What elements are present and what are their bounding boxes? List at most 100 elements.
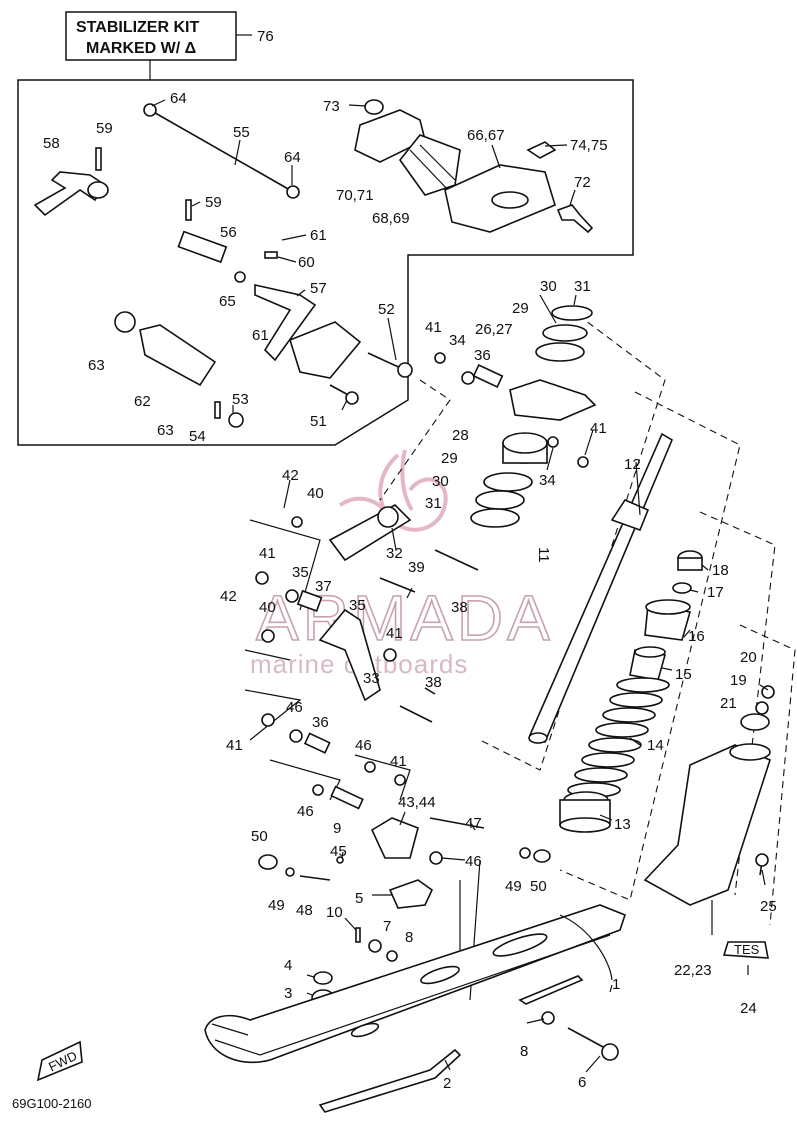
callout-41: 41 xyxy=(590,420,607,437)
callout-35: 35 xyxy=(349,597,366,614)
kit-line-2: MARKED W/ Δ xyxy=(86,40,196,57)
callout-74-75: 74,75 xyxy=(570,137,608,154)
callout-41: 41 xyxy=(386,625,403,642)
callout-46: 46 xyxy=(286,699,303,716)
leader-lines xyxy=(151,99,769,1073)
callout-30: 30 xyxy=(540,278,557,295)
callout-10: 10 xyxy=(326,904,343,921)
callout-64: 64 xyxy=(170,90,187,107)
callout-65: 65 xyxy=(219,293,236,310)
callout-46: 46 xyxy=(297,803,314,820)
callout-29: 29 xyxy=(441,450,458,467)
callout-42: 42 xyxy=(220,588,237,605)
callout-39: 39 xyxy=(408,559,425,576)
callout-53: 53 xyxy=(232,391,249,408)
watermark-brand: ARMADA xyxy=(256,582,554,654)
callout-40: 40 xyxy=(307,485,324,502)
callout-59: 59 xyxy=(96,120,113,137)
callout-64: 64 xyxy=(284,149,301,166)
callout-30: 30 xyxy=(432,473,449,490)
callout-8: 8 xyxy=(520,1043,528,1060)
callout-28: 28 xyxy=(452,427,469,444)
callout-34: 34 xyxy=(449,332,466,349)
callout-50: 50 xyxy=(251,828,268,845)
callout-61: 61 xyxy=(252,327,269,344)
kit-outline xyxy=(17,79,634,446)
callout-35: 35 xyxy=(292,564,309,581)
callout-9: 9 xyxy=(333,820,341,837)
callout-52: 52 xyxy=(378,301,395,318)
callout-57: 57 xyxy=(310,280,327,297)
callout-20: 20 xyxy=(740,649,757,666)
upper-kit-parts xyxy=(33,99,594,428)
callout-17: 17 xyxy=(707,584,724,601)
callout-19: 19 xyxy=(730,672,747,689)
callout-63: 63 xyxy=(157,422,174,439)
callout-50: 50 xyxy=(530,878,547,895)
callout-6: 6 xyxy=(578,1074,586,1091)
callout-2: 2 xyxy=(443,1075,451,1092)
callout-46: 46 xyxy=(465,853,482,870)
callout-34: 34 xyxy=(539,472,556,489)
callout-8: 8 xyxy=(405,929,413,946)
callout-31: 31 xyxy=(425,495,442,512)
decal-text: TES xyxy=(734,942,760,957)
callout-73: 73 xyxy=(323,98,340,115)
figure-code: 69G100-2160 xyxy=(12,1096,92,1111)
callout-43-44: 43,44 xyxy=(398,794,436,811)
callout-47: 47 xyxy=(465,815,482,832)
callout-26-27: 26,27 xyxy=(475,321,513,338)
callout-1: 1 xyxy=(612,976,620,993)
stabilizer-kit-box: STABILIZER KIT MARKED W/ Δ 76 xyxy=(65,11,274,80)
middle-parts xyxy=(255,305,597,1007)
callout-70-71: 70,71 xyxy=(336,187,374,204)
callout-25: 25 xyxy=(760,898,777,915)
callout-68-69: 68,69 xyxy=(372,210,410,227)
callout-51: 51 xyxy=(310,413,327,430)
callout-42: 42 xyxy=(282,467,299,484)
callout-56: 56 xyxy=(220,224,237,241)
callout-21: 21 xyxy=(720,695,737,712)
kit-ref-number: 76 xyxy=(257,28,274,45)
callout-61: 61 xyxy=(310,227,327,244)
callout-49: 49 xyxy=(268,897,285,914)
callout-labels: 64 58 59 55 64 73 66,67 74,75 72 70,71 6… xyxy=(43,90,777,1092)
callout-18: 18 xyxy=(712,562,729,579)
callout-41: 41 xyxy=(226,737,243,754)
fwd-tag-icon xyxy=(36,1040,83,1082)
callout-13: 13 xyxy=(614,816,631,833)
callout-38: 38 xyxy=(451,599,468,616)
callout-12: 12 xyxy=(624,456,641,473)
callout-36: 36 xyxy=(474,347,491,364)
callout-24: 24 xyxy=(740,1000,757,1017)
callout-49: 49 xyxy=(505,878,522,895)
callout-11: 11 xyxy=(535,547,552,563)
callout-16: 16 xyxy=(688,628,705,645)
callout-60: 60 xyxy=(298,254,315,271)
callout-54: 54 xyxy=(189,428,206,445)
callout-45: 45 xyxy=(330,843,347,860)
ski-assembly: FWD xyxy=(36,904,626,1113)
callout-63: 63 xyxy=(88,357,105,374)
callout-59: 59 xyxy=(205,194,222,211)
callout-33: 33 xyxy=(363,670,380,687)
callout-66-67: 66,67 xyxy=(467,127,505,144)
callout-38: 38 xyxy=(425,674,442,691)
callout-40: 40 xyxy=(259,599,276,616)
callout-46: 46 xyxy=(355,737,372,754)
callout-41: 41 xyxy=(425,319,442,336)
callout-29: 29 xyxy=(512,300,529,317)
callout-58: 58 xyxy=(43,135,60,152)
callout-22-23: 22,23 xyxy=(674,962,712,979)
callout-5: 5 xyxy=(355,890,363,907)
callout-37: 37 xyxy=(315,578,332,595)
callout-3: 3 xyxy=(284,985,292,1002)
callout-62: 62 xyxy=(134,393,151,410)
callout-32: 32 xyxy=(386,545,403,562)
coil-spring xyxy=(567,677,670,798)
callout-15: 15 xyxy=(675,666,692,683)
callout-48: 48 xyxy=(296,902,313,919)
strut-assembly: TES xyxy=(528,432,775,959)
callout-7: 7 xyxy=(383,918,391,935)
